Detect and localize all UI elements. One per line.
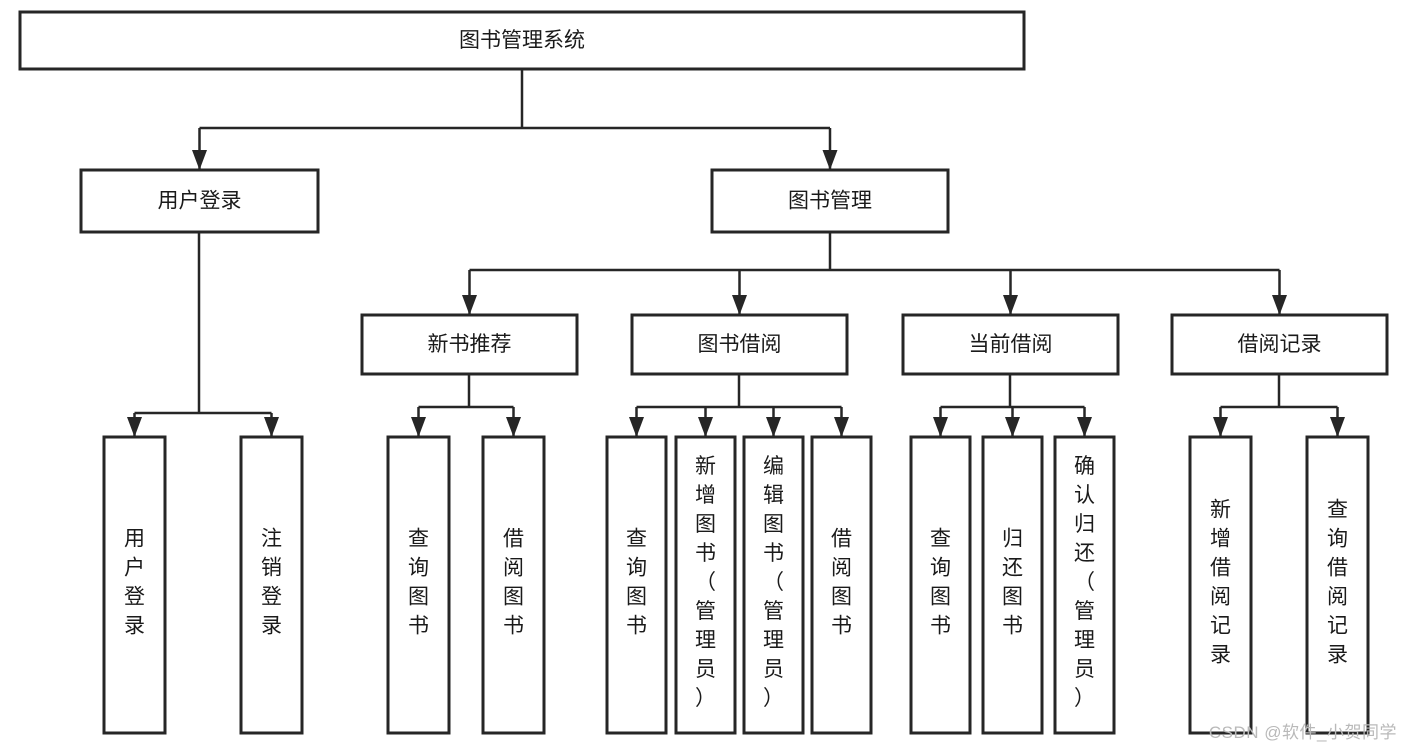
node-label: 图书管理系统 [459, 29, 585, 52]
node-leaf-borrow-book-2[interactable]: 借阅图书 [810, 435, 873, 735]
node-leaf-query-book-1[interactable]: 查询图书 [386, 435, 451, 735]
node-label: 图书管理 [788, 190, 872, 213]
arrow-head-icon [933, 417, 948, 437]
node-leaf-confirm-return-admin[interactable]: 确认归还（管理员） [1053, 435, 1116, 735]
node-leaf-query-book-2[interactable]: 查询图书 [605, 435, 668, 735]
node-label: 借阅图书 [831, 528, 852, 638]
node-box [630, 313, 849, 376]
node-label: 查询借阅记录 [1327, 499, 1348, 667]
node-current-borrow[interactable]: 当前借阅 [901, 313, 1120, 376]
node-box [18, 10, 1026, 71]
node-box [386, 435, 451, 735]
node-box [901, 313, 1120, 376]
node-label: 注销登录 [261, 528, 282, 638]
node-label: 新书推荐 [428, 333, 512, 356]
arrow-head-icon [766, 417, 781, 437]
node-box [102, 435, 167, 735]
node-box [909, 435, 972, 735]
node-label: 借阅记录 [1238, 333, 1322, 356]
arrow-head-icon [1005, 417, 1020, 437]
node-box [481, 435, 546, 735]
node-label: 查询图书 [930, 528, 951, 638]
node-box [605, 435, 668, 735]
arrow-head-icon [1272, 295, 1287, 315]
arrow-head-icon [732, 295, 747, 315]
node-leaf-return-book[interactable]: 归还图书 [981, 435, 1044, 735]
node-box [742, 435, 805, 735]
arrow-head-icon [834, 417, 849, 437]
node-label: 当前借阅 [969, 333, 1053, 356]
arrow-head-icon [1003, 295, 1018, 315]
node-box [1188, 435, 1253, 735]
node-leaf-edit-book-admin[interactable]: 编辑图书（管理员） [742, 435, 805, 735]
arrow-head-icon [462, 295, 477, 315]
node-box [810, 435, 873, 735]
node-book-borrow[interactable]: 图书借阅 [630, 313, 849, 376]
connector-conn-root-to-level2 [192, 69, 838, 170]
arrow-head-icon [506, 417, 521, 437]
connector-conn-record-to-leaves [1213, 374, 1345, 437]
node-root[interactable]: 图书管理系统 [18, 10, 1026, 71]
node-book-manage[interactable]: 图书管理 [710, 168, 950, 234]
node-box [1305, 435, 1370, 735]
node-borrow-record[interactable]: 借阅记录 [1170, 313, 1389, 376]
node-leaf-borrow-book-1[interactable]: 借阅图书 [481, 435, 546, 735]
node-leaf-query-book-3[interactable]: 查询图书 [909, 435, 972, 735]
arrow-head-icon [822, 150, 838, 170]
connector-conn-borrow-to-leaves [629, 374, 849, 437]
connector-conn-current-to-leaves [933, 374, 1092, 437]
node-new-book-recommend[interactable]: 新书推荐 [360, 313, 579, 376]
node-box [239, 435, 304, 735]
connector-layer [127, 69, 1345, 437]
node-label: 新增图书（管理员） [695, 455, 716, 710]
arrow-head-icon [264, 417, 279, 437]
arrow-head-icon [1213, 417, 1228, 437]
arrow-head-icon [411, 417, 426, 437]
node-box [710, 168, 950, 234]
node-box [981, 435, 1044, 735]
node-label: 新增借阅记录 [1210, 499, 1231, 667]
arrow-head-icon [698, 417, 713, 437]
node-leaf-user-login[interactable]: 用户登录 [102, 435, 167, 735]
node-box [1170, 313, 1389, 376]
arrow-head-icon [192, 150, 207, 170]
arrow-head-icon [127, 417, 142, 437]
connector-conn-userlogin-to-leaves [127, 232, 279, 437]
node-label: 查询图书 [408, 528, 429, 638]
node-label: 归还图书 [1002, 528, 1023, 638]
watermark-text: CSDN @软件_小贺同学 [1208, 723, 1397, 742]
node-leaf-logout[interactable]: 注销登录 [239, 435, 304, 735]
node-label: 用户登录 [158, 190, 242, 213]
node-label: 查询图书 [626, 528, 647, 638]
connector-conn-recommend-to-leaves [411, 374, 521, 437]
node-box [1053, 435, 1116, 735]
connector-conn-bookmanage-to-level3 [462, 232, 1287, 315]
node-leaf-query-borrow-record[interactable]: 查询借阅记录 [1305, 435, 1370, 735]
node-label: 图书借阅 [698, 333, 782, 356]
node-label: 编辑图书（管理员） [763, 455, 784, 710]
node-box [360, 313, 579, 376]
node-leaf-add-borrow-record[interactable]: 新增借阅记录 [1188, 435, 1253, 735]
node-label: 借阅图书 [503, 528, 524, 638]
arrow-head-icon [1077, 417, 1092, 437]
arrow-head-icon [629, 417, 644, 437]
arrow-head-icon [1330, 417, 1345, 437]
node-user-login[interactable]: 用户登录 [79, 168, 320, 234]
node-box [674, 435, 737, 735]
node-layer: 图书管理系统用户登录图书管理新书推荐图书借阅当前借阅借阅记录用户登录注销登录查询… [18, 10, 1389, 735]
node-label: 确认归还（管理员） [1074, 455, 1095, 710]
node-leaf-add-book-admin[interactable]: 新增图书（管理员） [674, 435, 737, 735]
node-label: 用户登录 [124, 528, 145, 638]
node-box [79, 168, 320, 234]
